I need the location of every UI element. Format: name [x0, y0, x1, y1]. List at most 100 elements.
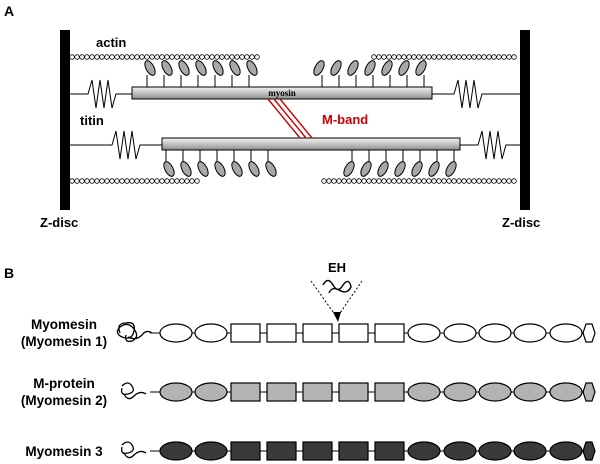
actin-bead [74, 54, 80, 60]
actin-bead [119, 178, 125, 184]
actin-bead [194, 54, 200, 60]
protein-row: Myomesin 3 [25, 441, 596, 461]
myosin-head [197, 150, 209, 177]
c-terminal-domain [582, 382, 596, 402]
myosin-head [195, 60, 207, 87]
ig-domain [513, 323, 547, 343]
z-disc-right-label: Z-disc [502, 215, 540, 230]
protein-name: Myomesin 3 [25, 444, 103, 459]
m-band-crosslinks [267, 98, 313, 139]
actin-bead [189, 178, 195, 184]
actin-bead [486, 178, 492, 184]
actin-bead [491, 178, 497, 184]
actin-bead [239, 54, 245, 60]
eh-pointer [310, 280, 363, 317]
actin-bead [184, 178, 190, 184]
fn3-domain [302, 441, 333, 461]
myosin-head [144, 60, 156, 87]
n-terminal-domain [116, 322, 153, 343]
actin-bead [89, 54, 95, 60]
ig-domain [478, 441, 512, 461]
fn3-domain [230, 323, 261, 343]
actin-bead [361, 178, 367, 184]
actin-bead [229, 54, 235, 60]
actin-bead [511, 54, 517, 60]
myosin-heads [144, 60, 457, 177]
ig-domain [443, 382, 477, 402]
panel-a-label: A [4, 3, 14, 19]
actin-bead [174, 54, 180, 60]
actin-bead [421, 178, 427, 184]
myosin-head [265, 150, 277, 177]
actin-bead [139, 178, 145, 184]
fn3-domain [266, 323, 297, 343]
actin-bead [79, 178, 85, 184]
actin-bead [366, 178, 372, 184]
actin-bead [94, 54, 100, 60]
ig-domain [513, 441, 547, 461]
actin-bead [446, 178, 452, 184]
actin-bead [406, 54, 412, 60]
actin-bead [154, 178, 160, 184]
actin-bead [376, 54, 382, 60]
ig-domain [159, 382, 193, 402]
actin-bead [326, 178, 332, 184]
fn3-domain [302, 323, 333, 343]
actin-bead [84, 54, 90, 60]
actin-bead [174, 178, 180, 184]
actin-bead [351, 178, 357, 184]
actin-bead [496, 178, 502, 184]
protein-row: M-protein(Myomesin 2) [21, 376, 596, 408]
myosin-head [411, 150, 423, 177]
ig-domain [478, 382, 512, 402]
actin-bead [466, 54, 472, 60]
myosin-head [231, 150, 243, 177]
actin-bead [411, 54, 417, 60]
actin-bead [386, 178, 392, 184]
myosin-filament-top [131, 86, 433, 100]
ig-domain [549, 323, 583, 343]
actin-bead [89, 178, 95, 184]
actin-bead [421, 54, 427, 60]
ig-domain [194, 441, 228, 461]
myosin-head [180, 150, 192, 177]
myosin-label: myosin [268, 88, 296, 98]
actin-bead [321, 178, 327, 184]
actin-bead [451, 54, 457, 60]
fn3-domain [230, 441, 261, 461]
actin-bead [491, 54, 497, 60]
actin-bead [129, 54, 135, 60]
fn3-domain [338, 323, 369, 343]
actin-bead [476, 54, 482, 60]
myosin-head [212, 60, 224, 87]
actin-bead [501, 54, 507, 60]
actin-bead [381, 178, 387, 184]
actin-bead [346, 178, 352, 184]
actin-bead [396, 54, 402, 60]
ig-domain [407, 441, 441, 461]
ig-domain [194, 323, 228, 343]
ig-domain [159, 323, 193, 343]
actin-bead [391, 178, 397, 184]
actin-bead [496, 54, 502, 60]
actin-bead [426, 178, 432, 184]
actin-bead [109, 178, 115, 184]
actin-bead [356, 178, 362, 184]
myosin-head [347, 60, 359, 87]
myosin-head [248, 150, 260, 177]
actin-bead [114, 54, 120, 60]
actin-bead [416, 54, 422, 60]
actin-bead [199, 54, 205, 60]
actin-bead [441, 178, 447, 184]
protein-alias: (Myomesin 1) [21, 334, 107, 349]
actin-bead [79, 54, 85, 60]
myosin-head [178, 60, 190, 87]
panel-b-label: B [4, 265, 14, 281]
actin-bead [471, 54, 477, 60]
actin-bead [194, 178, 200, 184]
actin-bead [401, 178, 407, 184]
actin-bead [134, 178, 140, 184]
actin-bead [209, 54, 215, 60]
protein-name: M-protein [33, 376, 95, 391]
